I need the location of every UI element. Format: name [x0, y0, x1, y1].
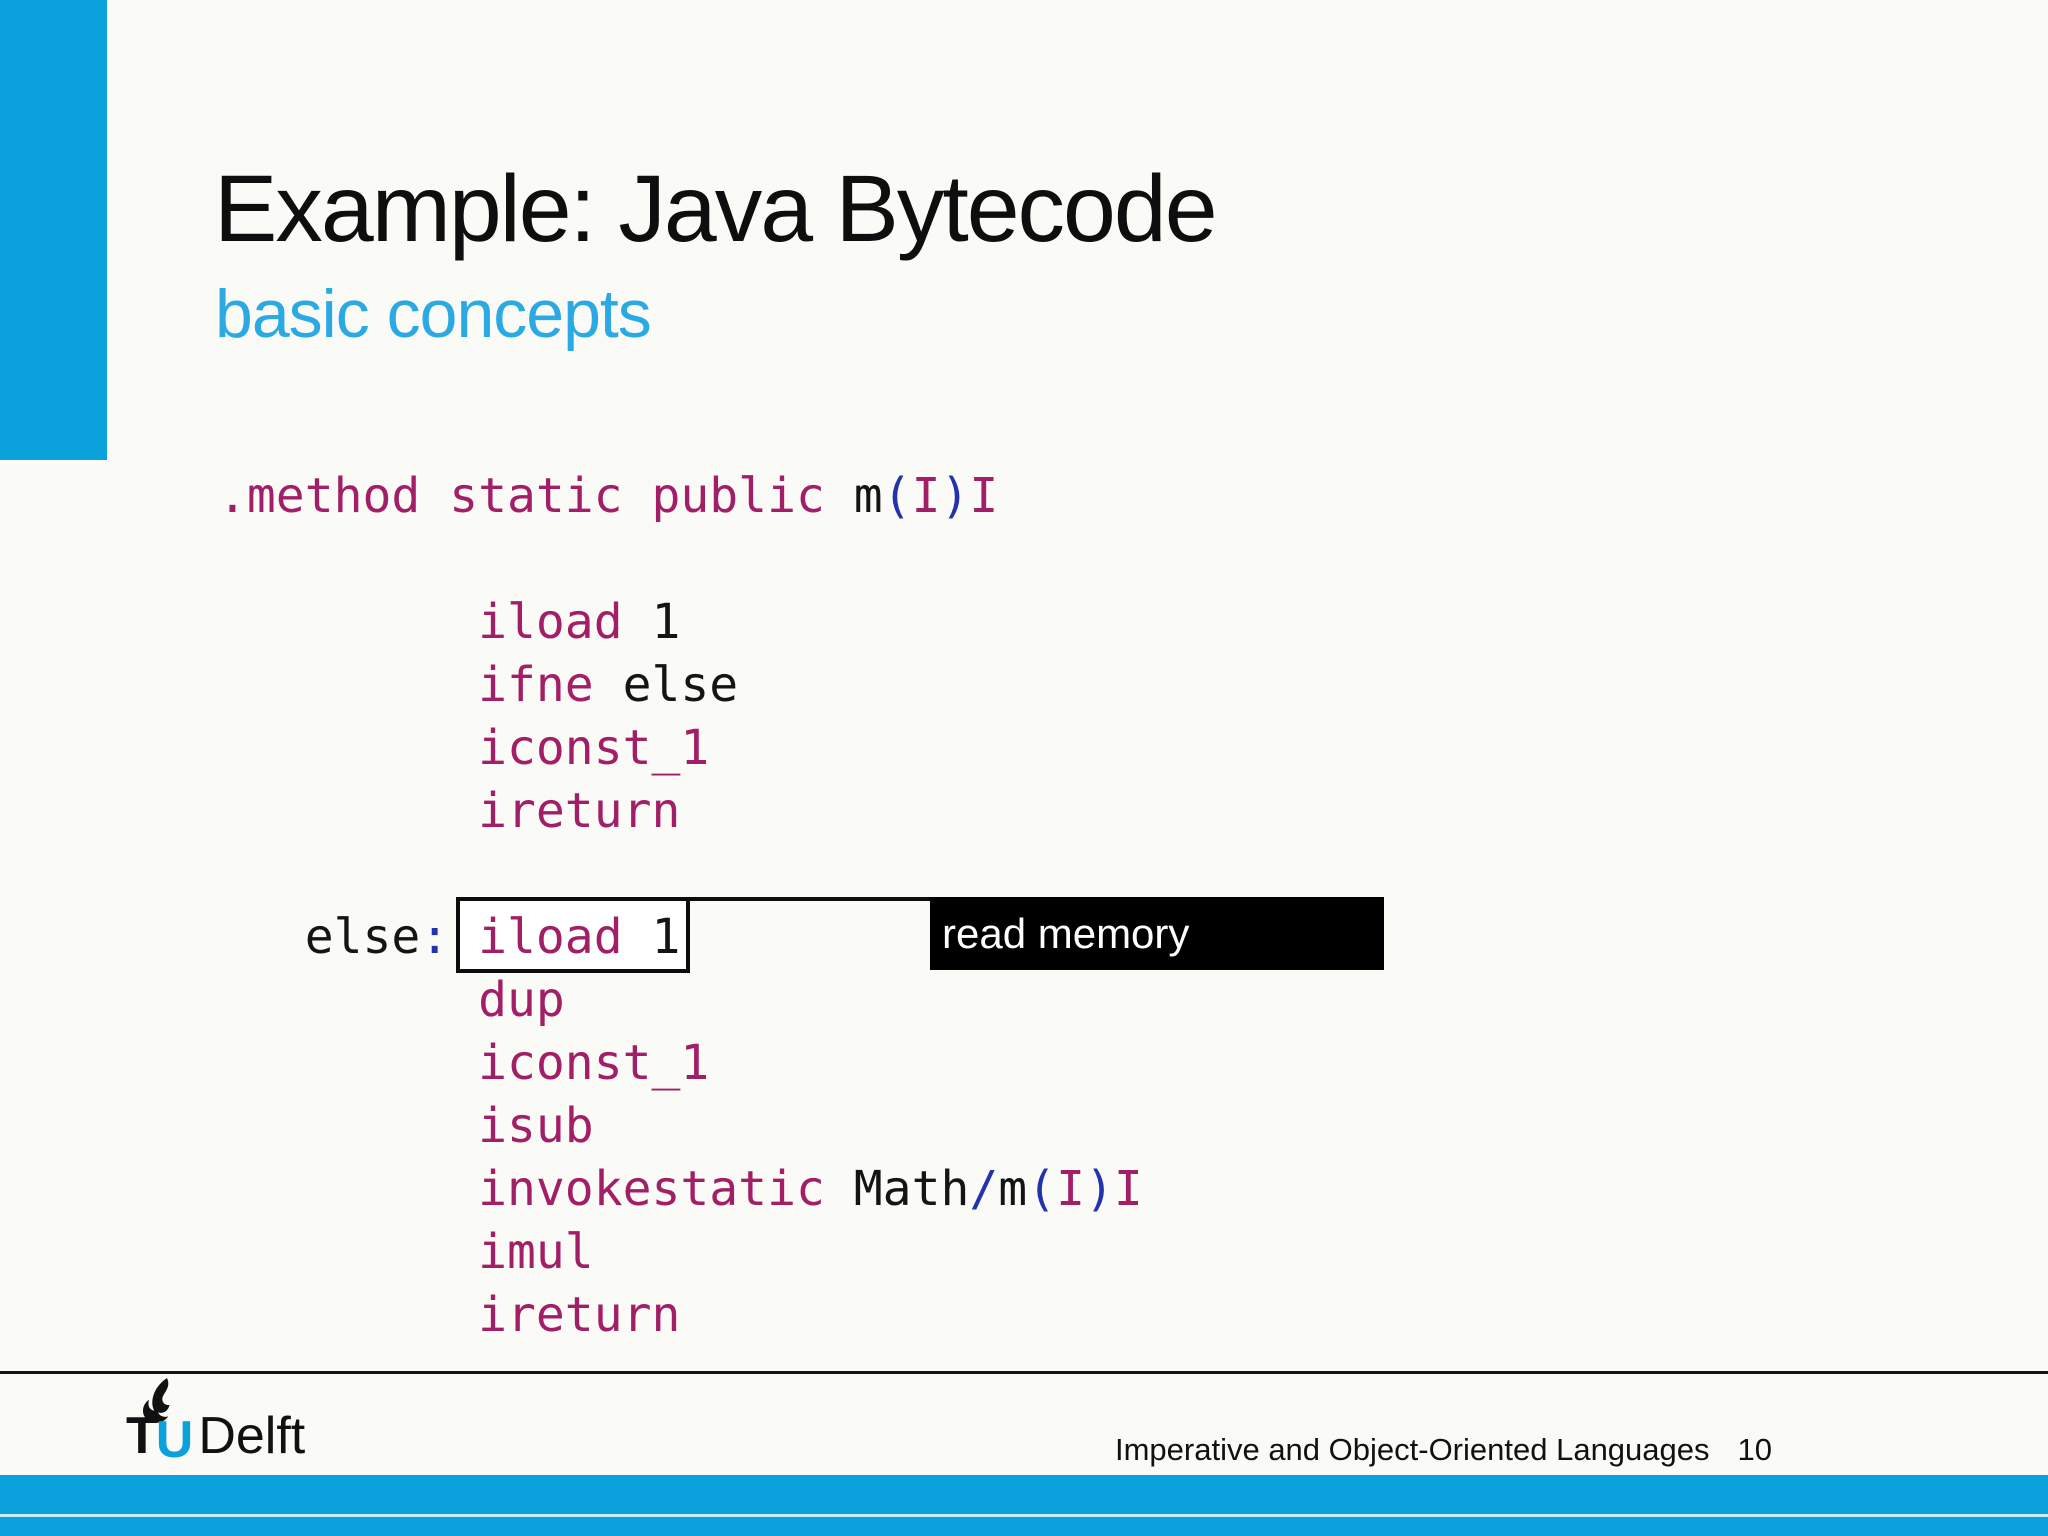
code-token — [218, 1098, 478, 1154]
code-token: iconst_1 — [478, 720, 710, 776]
code-token: Math — [824, 1161, 970, 1217]
code-token: I — [969, 468, 999, 524]
code-token — [218, 594, 478, 650]
tu-delft-logo: TUDelft — [126, 1407, 306, 1468]
code-line: iconst_1 — [218, 1032, 1143, 1095]
code-token: 1 — [622, 594, 681, 650]
code-token — [218, 1035, 478, 1091]
code-token: ( — [882, 468, 912, 524]
code-line: dup — [218, 969, 1143, 1032]
bytecode-listing: .method static public m(I)I iload 1 ifne… — [218, 465, 1143, 1347]
code-token: m — [853, 468, 883, 524]
code-token — [218, 657, 478, 713]
left-accent-bar — [0, 0, 107, 460]
code-token — [218, 1161, 478, 1217]
code-token: 1 — [622, 909, 681, 965]
code-line — [218, 528, 1143, 591]
code-line: ireturn — [218, 1284, 1143, 1347]
page-subtitle: basic concepts — [215, 276, 652, 352]
code-token: invokestatic — [478, 1161, 825, 1217]
code-line: ireturn — [218, 780, 1143, 843]
code-line: .method static public m(I)I — [218, 465, 1143, 528]
logo-letter-t: T — [126, 1407, 158, 1465]
code-token — [218, 1287, 478, 1343]
code-token: iconst_1 — [478, 1035, 710, 1091]
code-token: I — [1113, 1161, 1143, 1217]
footer-text: Imperative and Object-Oriented Languages… — [1115, 1432, 1772, 1468]
read-memory-callout: read memory — [930, 897, 1384, 970]
page-number: 10 — [1737, 1432, 1772, 1467]
code-token — [218, 720, 478, 776]
course-name: Imperative and Object-Oriented Languages — [1114, 1432, 1710, 1467]
code-token: else — [218, 909, 421, 965]
code-token: : — [420, 909, 450, 965]
code-line: invokestatic Math/m(I)I — [218, 1158, 1143, 1221]
code-token: isub — [478, 1098, 594, 1154]
bottom-bar-light-line — [0, 1514, 2048, 1517]
code-token — [218, 783, 478, 839]
code-token: else — [593, 657, 739, 713]
code-token: m — [998, 1161, 1028, 1217]
code-token: dup — [478, 972, 565, 1028]
bottom-accent-bar — [0, 1475, 2048, 1536]
logo-delft-text: Delft — [198, 1407, 306, 1465]
code-token: ireturn — [478, 1287, 681, 1343]
code-line: imul — [218, 1221, 1143, 1284]
code-token: ) — [1085, 1161, 1114, 1217]
code-line: iconst_1 — [218, 717, 1143, 780]
callout-connector-line — [690, 897, 930, 901]
code-token: ifne — [478, 657, 594, 713]
code-token: ireturn — [478, 783, 681, 839]
logo-letter-u: U — [155, 1411, 194, 1469]
code-token: imul — [478, 1224, 594, 1280]
code-token: / — [969, 1161, 999, 1217]
code-line: else: iload 1 — [218, 906, 1143, 969]
code-token: iload — [478, 594, 623, 650]
code-token: .method static public — [218, 468, 854, 524]
footer-divider — [0, 1371, 2048, 1374]
code-line: iload 1 — [218, 591, 1143, 654]
code-token — [218, 972, 478, 1028]
tu-delft-flame-icon — [142, 1378, 170, 1423]
code-token: ) — [940, 468, 970, 524]
read-memory-label: read memory — [942, 910, 1190, 957]
code-token — [449, 909, 478, 965]
code-token — [218, 1224, 478, 1280]
code-line: ifne else — [218, 654, 1143, 717]
code-token: iload — [478, 909, 623, 965]
code-token: I — [911, 468, 941, 524]
code-line — [218, 843, 1143, 906]
code-line: isub — [218, 1095, 1143, 1158]
page-title: Example: Java Bytecode — [214, 156, 1218, 262]
code-token: I — [1056, 1161, 1085, 1217]
highlight-box — [456, 897, 690, 973]
code-token: ( — [1027, 1161, 1057, 1217]
